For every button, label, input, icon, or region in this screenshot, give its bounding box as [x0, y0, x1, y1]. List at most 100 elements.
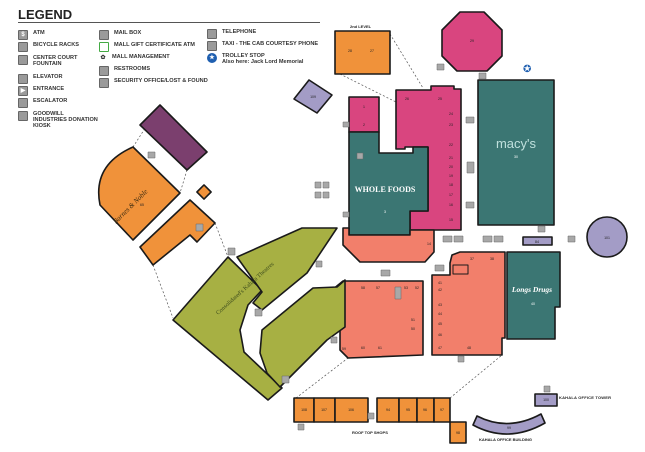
atm-icon[interactable] — [342, 211, 350, 218]
unit-number: 46 — [438, 333, 442, 337]
escalator-icon[interactable] — [254, 308, 263, 317]
legend-item-mailbox: MAIL BOX — [99, 30, 141, 40]
kiosk-84[interactable]: 84 — [522, 236, 553, 246]
escalator-icon[interactable] — [281, 375, 290, 384]
restroom-icon[interactable] — [453, 235, 464, 243]
barnes-and-noble-store[interactable]: Barnes & Noble 65 — [98, 146, 181, 241]
salmon-east-wing[interactable]: 37 38 41 42 43 44 45 46 47 48 — [431, 251, 506, 356]
kahala-office-building[interactable]: 99 KAHALA OFFICE BUILDING — [472, 413, 546, 442]
mailbox-icon[interactable] — [465, 201, 475, 209]
unit-number: 20 — [449, 165, 453, 169]
unit-number: 101 — [604, 236, 610, 240]
telephone-icon[interactable] — [322, 181, 330, 189]
elevator-icon[interactable] — [567, 235, 576, 243]
telephone-icon — [207, 29, 217, 39]
legend-item-bicycle: BICYCLE RACKS — [18, 42, 79, 52]
legend-title: LEGEND — [18, 7, 73, 22]
unit-number: 107 — [321, 408, 327, 412]
unit-number: 15 — [449, 218, 453, 222]
mailbox-icon[interactable] — [380, 269, 391, 277]
unit-number: 17 — [449, 193, 453, 197]
macys-store[interactable]: macy's 30 — [477, 79, 555, 226]
escalator-icon[interactable] — [394, 286, 402, 300]
unit-number: 1 — [363, 105, 365, 109]
orange-second-level-shops[interactable] — [139, 199, 216, 266]
orange-kiosk[interactable] — [196, 184, 212, 200]
unit-number: 19 — [449, 174, 453, 178]
bicycle-rack-icon[interactable] — [147, 151, 156, 159]
legend-item-fountain: CENTER COURT FOUNTAIN — [18, 55, 88, 67]
elevator-icon[interactable] — [314, 191, 322, 199]
mall-management-icon: ✿ — [100, 55, 106, 61]
unit-number: 52 — [415, 286, 419, 290]
telephone-icon[interactable] — [322, 191, 330, 199]
second-level-label: 2nd LEVEL — [350, 24, 372, 29]
restroom-icon[interactable] — [442, 235, 453, 243]
unit-number: 18 — [449, 183, 453, 187]
legend-label: GOODWILL INDUSTRIES DONATION KIOSK — [33, 111, 98, 129]
unit-number: 65 — [140, 203, 144, 207]
kahala-office-tower[interactable]: 100 KAHALA OFFICE TOWER — [534, 393, 611, 407]
restroom-icon[interactable] — [493, 235, 504, 243]
amenity-icons — [147, 63, 576, 431]
olive-theatres-wing[interactable]: Consolidated's Kahala Theatres — [172, 227, 346, 401]
escalator-icon[interactable] — [367, 412, 375, 420]
restroom-icon[interactable] — [482, 235, 493, 243]
unit-number: 95 — [406, 408, 410, 412]
donation-icon — [18, 111, 28, 121]
taxi-icon[interactable] — [315, 260, 323, 268]
unit-number: 24 — [449, 112, 453, 116]
unit-number: 61 — [378, 346, 382, 350]
legend-item-goodwill: GOODWILL INDUSTRIES DONATION KIOSK — [18, 111, 98, 129]
mailbox-icon[interactable] — [465, 116, 475, 124]
legend-item-entrance: ▶ENTRANCE — [18, 86, 64, 96]
longs-drugs-store[interactable]: Longs Drugs 40 — [506, 251, 561, 340]
legend-label: RESTROOMS — [114, 66, 151, 72]
telephone-icon[interactable] — [457, 355, 465, 363]
unit-number: 96 — [423, 408, 427, 412]
purple-second-level-shops[interactable] — [139, 104, 208, 171]
roof-top-shops[interactable]: 108 107 106 94 95 96 97 98 ROOF TOP SHOP… — [293, 397, 467, 444]
unit-number: 51 — [411, 318, 415, 322]
legend-label: CENTER COURT FOUNTAIN — [33, 55, 78, 67]
legend-label: ESCALATOR — [33, 98, 68, 104]
escalator-icon[interactable] — [227, 247, 236, 256]
legend-divider — [18, 22, 320, 23]
mailbox-icon — [99, 30, 109, 40]
telephone-icon[interactable] — [478, 72, 487, 80]
lavender-circle-building[interactable]: 101 — [586, 216, 628, 258]
elevator-icon[interactable] — [356, 152, 364, 160]
unit-number: 94 — [386, 408, 390, 412]
salmon-upper-wing[interactable]: 14 — [342, 227, 435, 263]
donation-icon[interactable] — [297, 423, 305, 431]
second-level-shops[interactable]: 2nd LEVEL 28 27 — [334, 24, 391, 75]
salmon-middle-wing[interactable]: 58 57 53 52 51 50 59 60 61 — [331, 280, 424, 359]
atm-icon[interactable] — [342, 121, 350, 128]
legend-item-escalator: ESCALATOR — [18, 98, 67, 108]
taxi-icon — [207, 41, 217, 51]
gift-certificate-atm-icon[interactable] — [466, 161, 475, 174]
unit-number: 44 — [438, 312, 442, 316]
unit-number: 106 — [348, 408, 354, 412]
unit-number: 37 — [470, 257, 474, 261]
unit-number: 45 — [438, 322, 442, 326]
store-29-octagon[interactable]: 29 — [441, 11, 503, 72]
bicycle-rack-icon — [18, 42, 28, 52]
taxi-icon[interactable] — [436, 63, 445, 71]
kiosk-109[interactable]: 109 — [293, 79, 333, 114]
security-icon[interactable] — [330, 336, 338, 344]
legend-label: ENTRANCE — [33, 86, 65, 92]
legend-label: MALL MANAGEMENT — [112, 54, 170, 60]
fountain-icon[interactable] — [537, 225, 546, 233]
unit-number: 58 — [361, 286, 365, 290]
legend-label: TELEPHONE — [222, 29, 257, 35]
unit-number: 41 — [438, 281, 442, 285]
escalator-icon[interactable] — [195, 223, 204, 232]
taxi-icon[interactable] — [314, 181, 322, 189]
elevator-icon[interactable] — [543, 385, 551, 393]
unit-number: 25 — [438, 97, 442, 101]
mall-management-office[interactable] — [452, 264, 469, 275]
security-icon[interactable] — [434, 264, 445, 272]
